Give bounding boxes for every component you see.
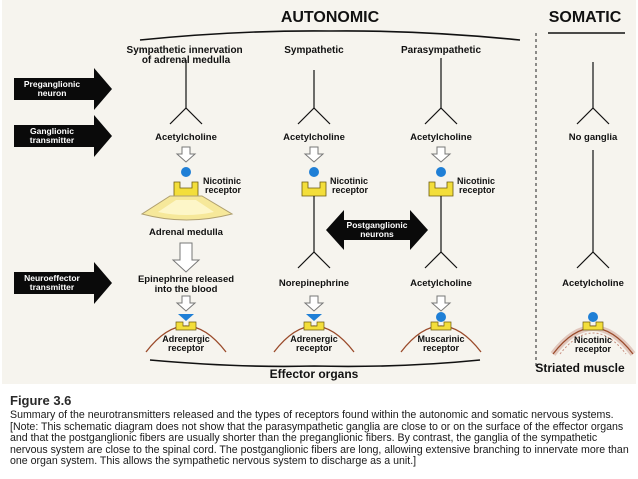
transmitter-ach-para-effector: Acetylcholine bbox=[410, 278, 472, 289]
adrenal-release-arrow bbox=[171, 242, 201, 273]
release-arrows-lower bbox=[175, 295, 452, 312]
effector-organ-sympathetic bbox=[273, 321, 355, 353]
effector-organs-label: Effector organs bbox=[270, 367, 359, 381]
somatic-heading: SOMATIC bbox=[549, 9, 622, 26]
norepinephrine-label: Norepinephrine bbox=[279, 278, 349, 289]
effector-ligands bbox=[178, 312, 598, 322]
preganglionic-neuron-sympathetic bbox=[297, 70, 331, 125]
postganglionic-neuron-sympathetic bbox=[297, 196, 331, 269]
nicotinic-receptor-sympathetic bbox=[301, 181, 327, 197]
somatic-motor-neuron-upper bbox=[576, 62, 610, 125]
nicotinic-receptor-parasympathetic bbox=[428, 181, 454, 197]
nicotinic-receptor-adrenal bbox=[173, 181, 199, 197]
preganglionic-neuron-parasympathetic bbox=[424, 58, 458, 125]
diagram-svg: AUTONOMIC SOMATIC Sympathetic innervatio… bbox=[14, 9, 636, 381]
preganglionic-neuron-adrenal bbox=[169, 60, 203, 125]
autonomic-heading: AUTONOMIC bbox=[281, 9, 380, 26]
effector-bracket bbox=[149, 359, 481, 368]
transmitter-ach-somatic: Acetylcholine bbox=[562, 278, 624, 289]
autonomic-bracket bbox=[139, 30, 521, 41]
no-ganglia-label: No ganglia bbox=[569, 132, 618, 143]
caption-text: Summary of the neurotransmitters release… bbox=[10, 409, 629, 468]
effector-organ-adrenal bbox=[145, 321, 227, 353]
transmitter-ach-parasympathetic: Acetylcholine bbox=[410, 132, 472, 143]
transmitter-ach-adrenal: Acetylcholine bbox=[155, 132, 217, 143]
parasympathetic-column-title: Parasympathetic bbox=[401, 45, 481, 56]
adrenal-medulla-gland bbox=[140, 195, 234, 221]
adrenal-medulla-label: Adrenal medulla bbox=[149, 227, 224, 238]
effector-organ-parasympathetic bbox=[400, 321, 482, 353]
somatic-motor-neuron-lower bbox=[576, 245, 610, 269]
sympathetic-column-title: Sympathetic bbox=[284, 45, 344, 56]
figure-caption: Figure 3.6 Summary of the neurotransmitt… bbox=[10, 393, 632, 468]
release-arrows-upper bbox=[175, 146, 452, 163]
postganglionic-neuron-parasympathetic bbox=[424, 196, 458, 269]
vesicles-upper bbox=[181, 167, 446, 177]
figure-number: Figure 3.6 bbox=[10, 393, 72, 408]
striated-muscle-fiber bbox=[550, 321, 636, 356]
transmitter-ach-sympathetic: Acetylcholine bbox=[283, 132, 345, 143]
striated-muscle-label: Striated muscle bbox=[535, 361, 625, 375]
